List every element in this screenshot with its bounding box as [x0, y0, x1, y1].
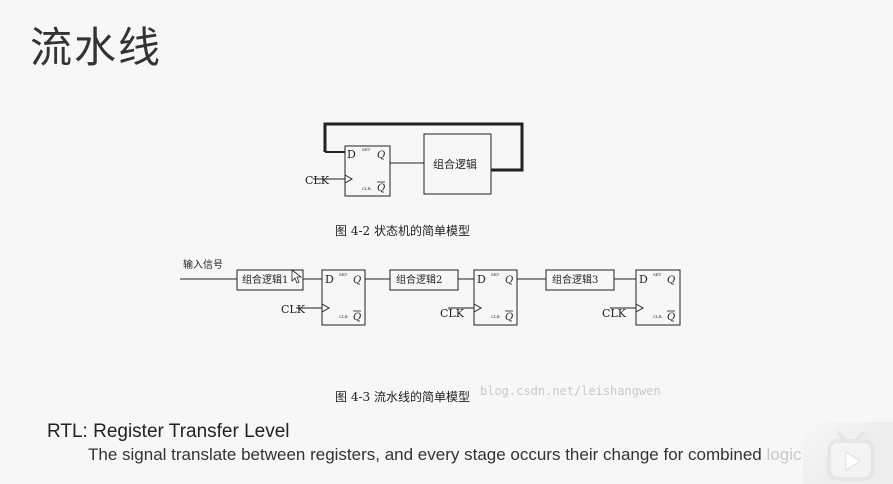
fig2-logic-label-2: 组合逻辑2	[396, 273, 442, 286]
fig2-clk-label-3: CLK	[602, 307, 627, 320]
fig2-ff3-d: D	[639, 273, 648, 286]
fig2-flip-flop-2	[473, 269, 518, 326]
fig2-caption: 图 4-3 流水线的简单模型	[335, 390, 470, 404]
fig1-flip-flop	[344, 145, 391, 197]
description-tail: logic	[766, 445, 802, 464]
fig2-ff3-set: SET	[653, 272, 662, 277]
fig2-logic-box-2	[389, 269, 459, 291]
fig2-ff2-d: D	[477, 273, 486, 286]
fig2-ff1-d: D	[325, 273, 334, 286]
fig2-input-label: 输入信号	[183, 258, 223, 271]
fig1-feedback-loop	[323, 122, 524, 172]
fig1-caption: 图 4-2 状态机的简单模型	[335, 224, 470, 238]
fig2-logic-box-3	[545, 269, 615, 291]
fig2-ff2-set: SET	[491, 272, 500, 277]
fig1-logic-box	[423, 133, 492, 195]
rtl-definition: RTL: Register Transfer Level	[47, 421, 290, 442]
fig2-logic-label-1: 组合逻辑1	[242, 273, 288, 286]
fig2-logic-box-1	[236, 269, 304, 291]
fig2-ff2-clr: CLR	[491, 314, 501, 319]
fig2-ff1-clr: CLR	[339, 314, 349, 319]
mouse-cursor-icon	[291, 269, 303, 284]
fig1-ff-q: Q	[377, 150, 385, 161]
fig1-clk-label: CLK	[305, 174, 330, 187]
play-icon[interactable]	[826, 430, 876, 482]
fig1-ff-set: SET	[362, 147, 371, 152]
fig1-ff-d: D	[347, 148, 356, 161]
fig2-flip-flop-3	[635, 269, 681, 326]
fig1-ff-qbar: Q	[377, 183, 385, 194]
fig2-ff1-q: Q	[353, 275, 361, 286]
fig2-clk-label-1: CLK	[281, 303, 306, 316]
fig2-ff3-clr: CLR	[653, 314, 663, 319]
fig2-ff1-set: SET	[339, 272, 348, 277]
fig2-ff2-qbar: Q	[505, 312, 513, 323]
watermark-text: blog.csdn.net/leishangwen	[480, 384, 661, 398]
fig2-clk-label-2: CLK	[440, 307, 465, 320]
fig2-flip-flop-1	[321, 269, 366, 326]
fig2-ff2-q: Q	[505, 275, 513, 286]
slide-title: 流水线	[30, 23, 163, 72]
fig1-ff-clr: CLR	[362, 186, 372, 191]
fig2-ff3-qbar: Q	[667, 312, 675, 323]
fig1-logic-label: 组合逻辑	[433, 157, 477, 171]
description-main: The signal translate between registers, …	[88, 445, 762, 464]
fig1-clock-edge	[344, 174, 354, 184]
fig2-logic-label-3: 组合逻辑3	[552, 273, 598, 286]
fig2-ff1-qbar: Q	[353, 312, 361, 323]
description-text: The signal translate between registers, …	[88, 445, 801, 465]
fig2-ff3-q: Q	[667, 275, 675, 286]
